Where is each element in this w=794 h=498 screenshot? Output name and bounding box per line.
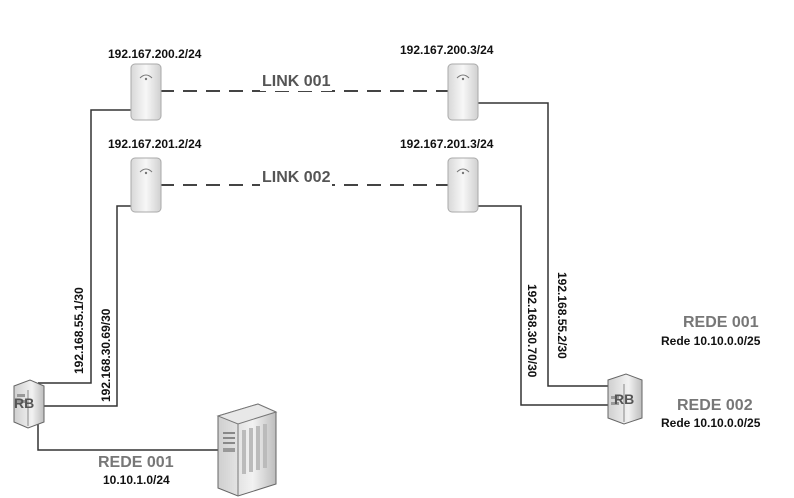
- server-icon[interactable]: [216, 403, 278, 497]
- access-point-icon[interactable]: [447, 157, 479, 213]
- access-point-icon[interactable]: [130, 63, 162, 121]
- wire-left-inner: [38, 205, 136, 407]
- router-label: RB: [614, 391, 635, 407]
- network-title: REDE 001: [98, 454, 174, 471]
- network-subnet: Rede 10.10.0.0/25: [661, 416, 761, 430]
- access-point-icon[interactable]: [130, 157, 162, 213]
- ap-ip-label: 192.167.200.2/24: [108, 47, 202, 61]
- wire-right-inner: [478, 205, 608, 406]
- wire-ip-label: 192.168.30.69/30: [99, 308, 113, 402]
- network-title: REDE 001: [683, 314, 759, 331]
- network-subnet: Rede 10.10.0.0/25: [661, 334, 761, 348]
- link-001-label: LINK 001: [260, 73, 333, 91]
- ap-ip-label: 192.167.200.3/24: [400, 43, 494, 57]
- wire-left-rede: [37, 418, 222, 451]
- ap-ip-label: 192.167.201.3/24: [400, 137, 494, 151]
- wire-ip-label: 192.168.30.70/30: [525, 284, 539, 378]
- router-icon[interactable]: [607, 373, 643, 425]
- wire-left-outer: [38, 109, 131, 384]
- network-subnet: 10.10.1.0/24: [103, 473, 170, 487]
- link-002-label: LINK 002: [260, 169, 333, 187]
- wire-right-outer: [478, 102, 612, 387]
- wire-ip-label: 192.168.55.1/30: [72, 287, 86, 374]
- router-icon[interactable]: [13, 379, 45, 429]
- router-label: RB: [14, 395, 35, 411]
- ap-ip-label: 192.167.201.2/24: [108, 137, 202, 151]
- wire-ip-label: 192.168.55.2/30: [555, 272, 569, 359]
- network-title: REDE 002: [677, 397, 753, 414]
- access-point-icon[interactable]: [447, 63, 479, 121]
